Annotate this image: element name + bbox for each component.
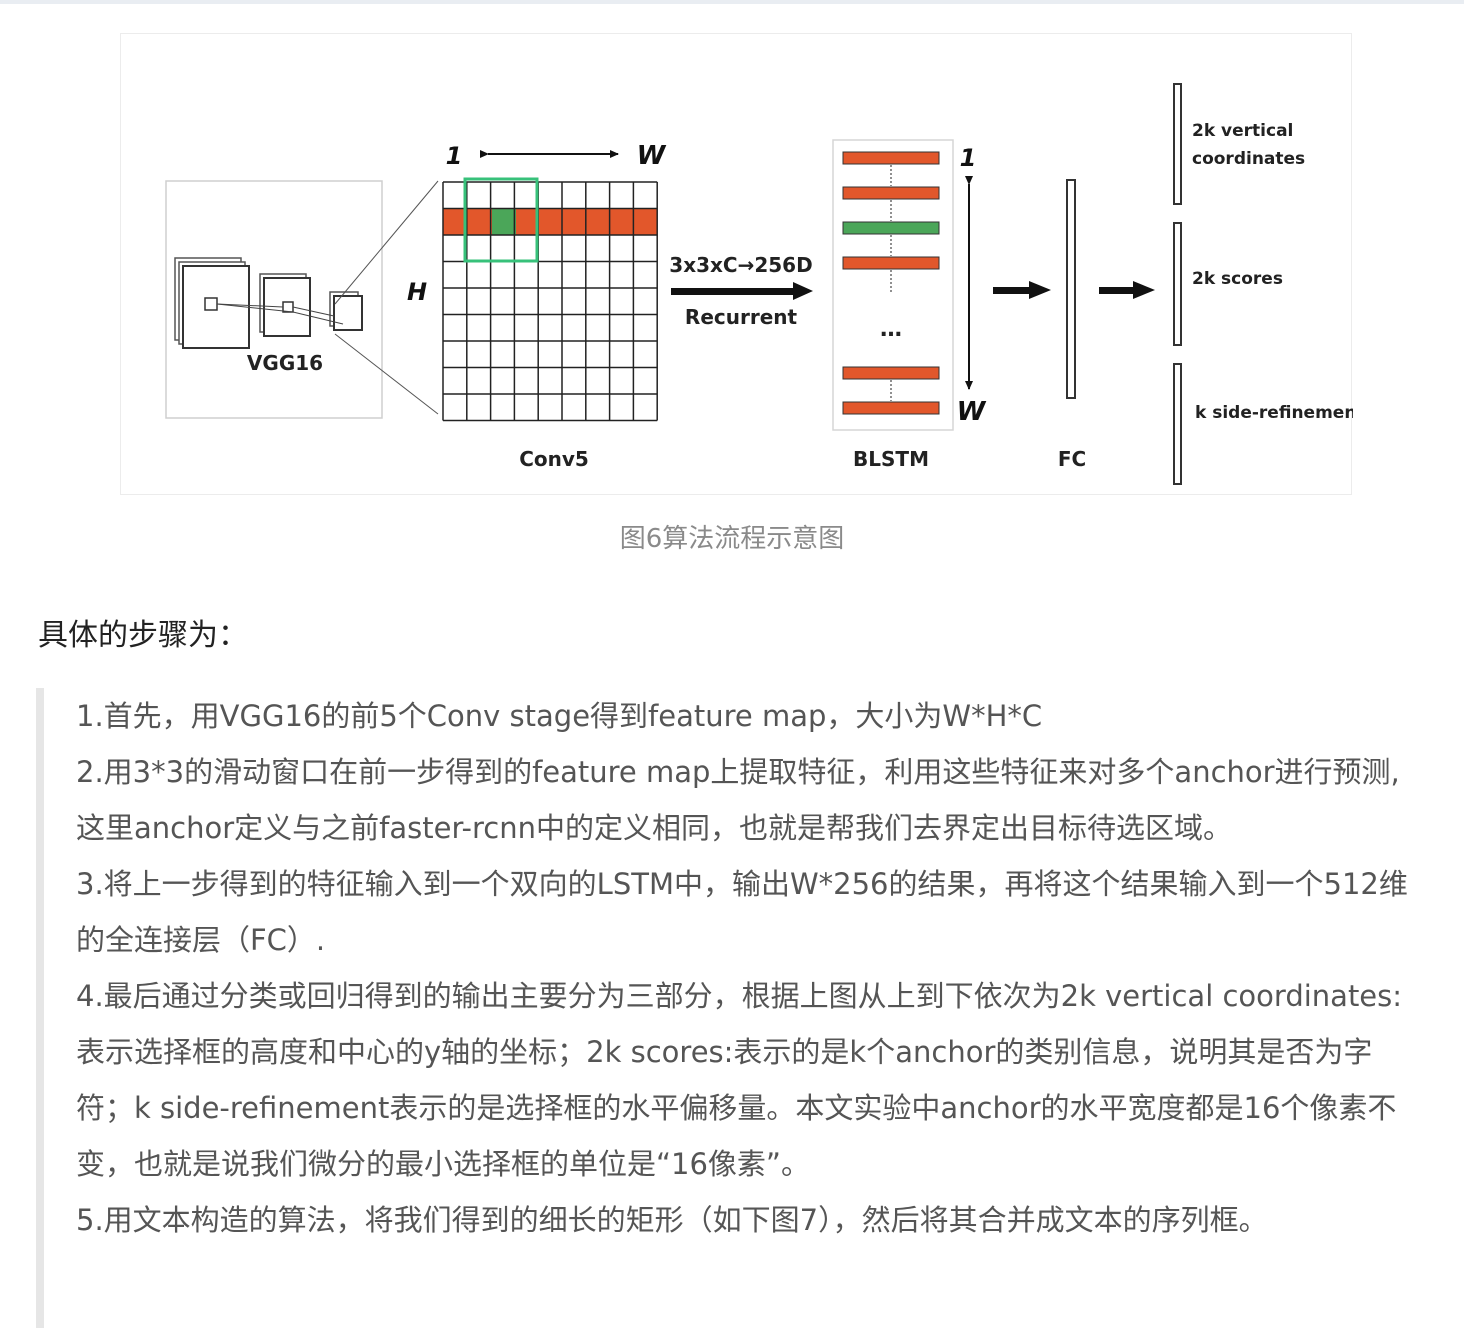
vgg16-feature-stack-large [174,257,250,349]
blstm-cell [842,401,940,415]
vgg16-feature-stack-small [329,291,363,331]
projection-line-bottom [334,333,439,415]
vgg16-label: VGG16 [247,351,323,375]
projection-line-top [334,180,439,305]
step-4: 4.最后通过分类或回归得到的输出主要分为三部分，根据上图从上到下依次为2k ve… [76,979,1403,1181]
arrow-to-fc [993,281,1051,299]
blstm-cell [842,256,940,270]
width-start-label: 1 [446,142,463,170]
highlighted-cell [492,208,516,235]
output-vertical-coordinates-bar [1173,83,1182,205]
fc-layer [1066,179,1076,399]
output-side-refinement-bar [1173,363,1182,485]
output-vertical-coordinates-label-line1: 2k vertical [1192,121,1293,141]
blstm-cell [842,186,940,200]
recurrent-arrow [671,282,813,300]
output-scores-bar [1173,222,1182,346]
height-label: H [407,278,427,306]
conv-op-label: 3x3xC→256D [669,253,812,277]
output-side-refinement-label: k side-refinement [1195,403,1353,423]
conv5-label: Conv5 [519,447,589,471]
step-3: 3.将上一步得到的特征输入到一个双向的LSTM中，输出W*256的结果，再将这个… [76,867,1408,957]
step-2: 2.用3*3的滑动窗口在前一步得到的feature map上提取特征，利用这些特… [76,755,1400,845]
arrow-to-outputs [1099,281,1155,299]
width-end-label: W [637,141,667,171]
blstm-end-label: W [957,397,987,427]
highlighted-row [443,208,657,235]
blstm-cell [842,366,940,380]
recurrent-label: Recurrent [685,305,798,329]
blstm-cell-highlighted [842,221,940,235]
sliding-window [463,177,539,263]
vgg16-feature-stack-medium [259,273,311,337]
ctpn-architecture-figure: VGG16 1 W H Conv5 3x3xC→256D Recurrent [120,33,1353,495]
blstm-start-label: 1 [960,144,977,172]
blstm-cell [842,151,940,165]
blstm-label: BLSTM [853,447,929,471]
architecture-diagram: VGG16 1 W H Conv5 3x3xC→256D Recurrent [165,83,1353,485]
vgg16-block: VGG16 [165,180,383,419]
section-title: 具体的步骤为： [38,618,248,653]
step-5: 5.用文本构造的算法，将我们得到的细长的矩形（如下图7），然后将其合并成文本的序… [76,1203,1268,1237]
fc-label: FC [1058,447,1086,471]
output-vertical-coordinates-label-line2: coordinates [1192,149,1305,169]
top-divider [0,0,1464,4]
step-1: 1.首先，用VGG16的前5个Conv stage得到feature map，大… [76,699,1043,733]
output-scores-label: 2k scores [1192,269,1283,289]
steps-blockquote: 1.首先，用VGG16的前5个Conv stage得到feature map，大… [36,688,1428,1328]
blstm-block: … [832,139,954,431]
blstm-ellipsis: … [880,317,902,342]
figure-caption: 图6算法流程示意图 [619,524,845,554]
conv5-grid [442,177,658,422]
